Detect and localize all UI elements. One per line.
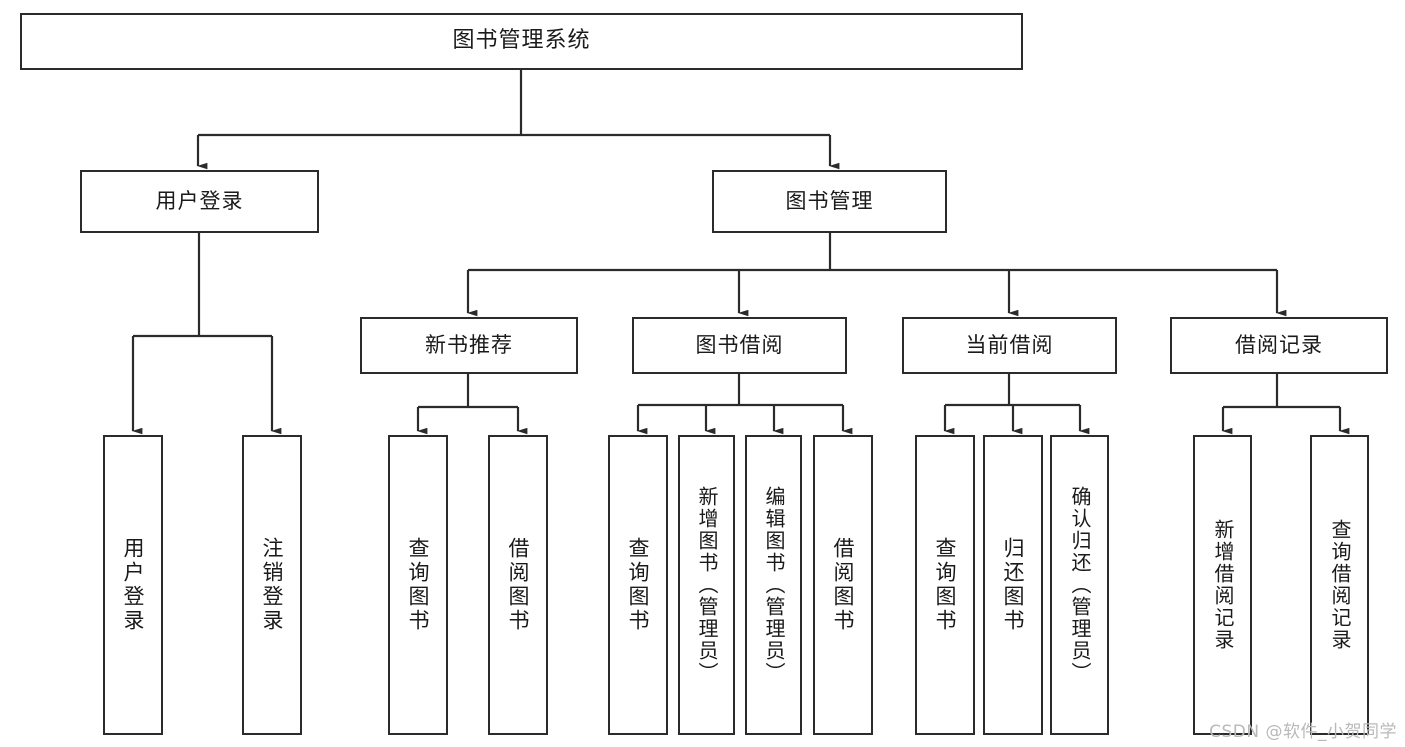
node-label: 用户登录	[121, 537, 146, 633]
node-leaf-query-book-borrow[interactable]: 查询图书	[608, 435, 668, 735]
node-label: 新书推荐	[425, 332, 513, 357]
node-leaf-add-book-admin[interactable]: 新增图书（管理员）	[678, 435, 735, 735]
node-label: 新增图书（管理员）	[695, 486, 719, 684]
node-leaf-add-borrow-record[interactable]: 新增借阅记录	[1193, 435, 1252, 735]
node-new-book-recommend[interactable]: 新书推荐	[360, 317, 578, 374]
node-label: 查询图书	[933, 537, 958, 633]
node-label: 图书管理	[785, 188, 874, 213]
node-borrow-record[interactable]: 借阅记录	[1170, 317, 1388, 374]
node-leaf-borrow-book[interactable]: 借阅图书	[813, 435, 873, 735]
node-leaf-edit-book-admin[interactable]: 编辑图书（管理员）	[745, 435, 802, 735]
node-label: 用户登录	[155, 188, 244, 213]
node-label: 图书管理系统	[452, 28, 591, 54]
node-label: 借阅图书	[831, 537, 856, 633]
node-label: 借阅图书	[506, 537, 531, 633]
node-label: 查询图书	[406, 537, 431, 633]
node-label: 编辑图书（管理员）	[762, 486, 786, 684]
node-current-borrow[interactable]: 当前借阅	[902, 317, 1117, 374]
watermark-text: CSDN @软件_小贺同学	[1209, 722, 1397, 742]
node-label: 当前借阅	[965, 332, 1054, 357]
node-leaf-user-login[interactable]: 用户登录	[103, 435, 163, 735]
node-leaf-return-book[interactable]: 归还图书	[983, 435, 1043, 735]
node-book-borrow[interactable]: 图书借阅	[632, 317, 847, 374]
node-label: 查询图书	[626, 537, 651, 633]
node-leaf-query-book-current[interactable]: 查询图书	[915, 435, 975, 735]
node-label: 新增借阅记录	[1211, 519, 1235, 651]
node-label: 归还图书	[1001, 537, 1026, 633]
node-label: 图书借阅	[695, 332, 784, 357]
node-label: 确认归还（管理员）	[1068, 486, 1092, 684]
node-book-manage[interactable]: 图书管理	[712, 170, 947, 233]
node-leaf-confirm-return-admin[interactable]: 确认归还（管理员）	[1050, 435, 1109, 735]
node-leaf-query-book-recommend[interactable]: 查询图书	[388, 435, 448, 735]
node-leaf-user-logout[interactable]: 注销登录	[242, 435, 302, 735]
node-user-login[interactable]: 用户登录	[80, 170, 319, 233]
node-leaf-query-borrow-record[interactable]: 查询借阅记录	[1310, 435, 1369, 735]
node-label: 查询借阅记录	[1328, 519, 1352, 651]
node-leaf-borrow-book-recommend[interactable]: 借阅图书	[488, 435, 548, 735]
node-root-book-management-system[interactable]: 图书管理系统	[20, 13, 1023, 70]
node-label: 借阅记录	[1235, 332, 1323, 357]
node-label: 注销登录	[260, 537, 285, 633]
